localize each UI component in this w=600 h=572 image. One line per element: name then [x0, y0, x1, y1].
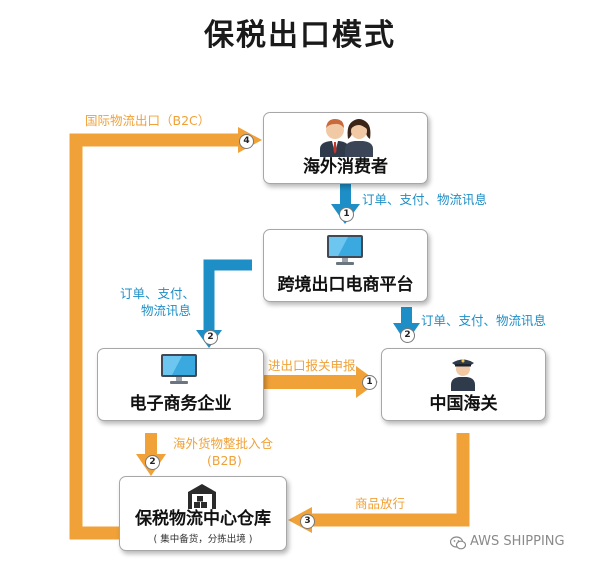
monitor-icon: [327, 235, 363, 265]
node-china-customs-label: 中国海关: [429, 394, 498, 414]
step-number-4: 4: [239, 134, 254, 149]
label-order-info-left-line1: 订单、支付、: [120, 286, 196, 301]
arrow-b2b: [145, 433, 157, 455]
warehouse-icon: [188, 484, 216, 509]
label-intl-logistics-export: 国际物流出口（B2C）: [85, 113, 211, 128]
label-customs-declaration: 进出口报关申报: [268, 358, 356, 373]
label-bulk-warehousing: 海外货物整批入仓: [173, 436, 274, 451]
step-number-1-declare: 1: [362, 375, 377, 390]
step-number-2-right: 2: [400, 328, 415, 343]
node-bonded-warehouse-note: ( 集中备货，分拣出境 ): [153, 534, 253, 545]
label-order-info-left-line2: 物流讯息: [141, 303, 192, 318]
watermark: AWS SHIPPING: [470, 534, 565, 549]
arrow-platform-to-enterprise: [203, 259, 252, 332]
node-overseas-consumer-label: 海外消费者: [303, 157, 388, 177]
customs-officer-icon: [451, 359, 475, 391]
node-crossborder-platform-label: 跨境出口电商平台: [277, 275, 414, 295]
monitor-icon: [161, 354, 197, 384]
node-ecommerce-enterprise-label: 电子商务企业: [129, 394, 232, 414]
node-overseas-consumer: 海外消费者: [263, 112, 428, 184]
wechat-icon: [450, 536, 466, 550]
step-number-2-left: 2: [203, 330, 218, 345]
step-number-3: 3: [300, 514, 315, 529]
label-order-info-right: 订单、支付、物流讯息: [421, 313, 547, 328]
page-title: 保税出口模式: [204, 18, 396, 53]
label-goods-release: 商品放行: [355, 496, 406, 511]
node-bonded-warehouse-label: 保税物流中心仓库: [135, 509, 271, 529]
arrow-release: [310, 433, 470, 527]
arrow-platform-to-customs: [401, 307, 412, 324]
arrow-declare: [264, 375, 360, 389]
people-icon: [320, 119, 373, 157]
label-b2b: (B2B): [207, 453, 242, 468]
arrow-order-to-platform: [340, 184, 351, 206]
step-number-2-b2b: 2: [145, 455, 160, 470]
label-order-info-1: 订单、支付、物流讯息: [362, 192, 488, 207]
step-number-1: 1: [339, 207, 354, 222]
arrow-export-b2c: [69, 133, 240, 540]
